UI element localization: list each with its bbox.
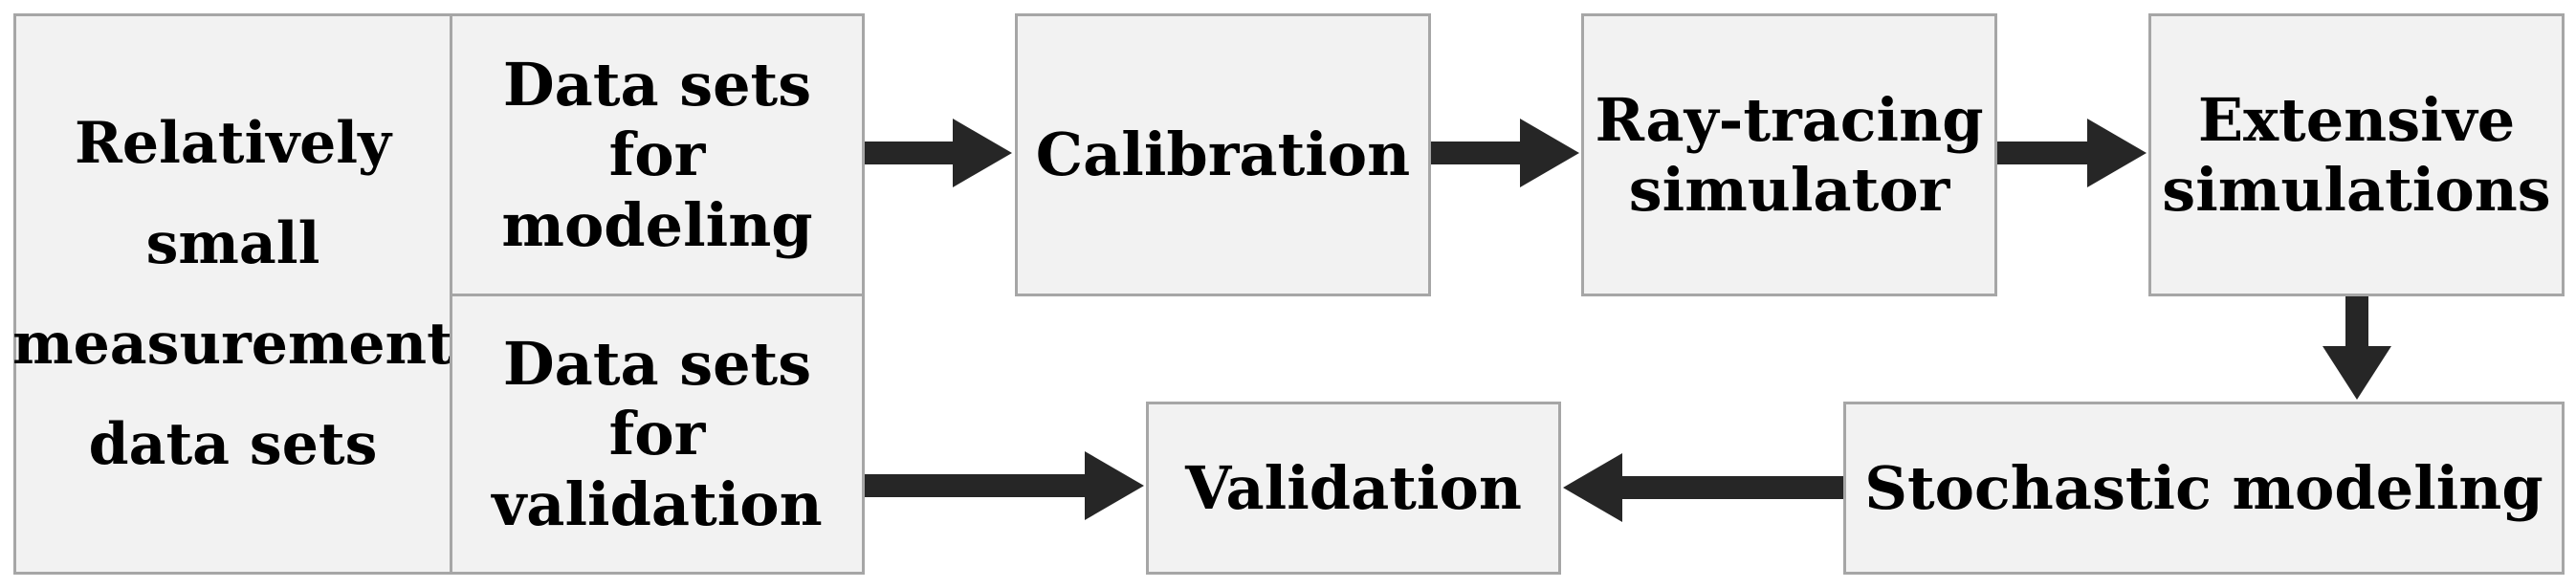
- validation-box: Validation: [1146, 402, 1561, 575]
- stochastic-modeling-box: Stochastic modeling: [1843, 402, 2565, 575]
- arrow-calibration-to-raytracing: [1431, 119, 1579, 187]
- arrow-modeling-to-calibration: [865, 119, 1012, 187]
- arrow-raytracing-to-simulations: [1997, 119, 2147, 187]
- raytracing-simulator-box: Ray-tracing simulator: [1581, 13, 1997, 296]
- extensive-simulations-box: Extensive simulations: [2148, 13, 2565, 296]
- arrow-validation-data-to-validation: [865, 451, 1144, 520]
- arrow-simulations-to-stochastic: [2323, 296, 2391, 400]
- measurement-data-box: Relatively small measurement data sets: [12, 13, 453, 575]
- calibration-box: Calibration: [1015, 13, 1431, 296]
- validation-data-box: Data sets for validation: [450, 294, 865, 575]
- arrow-stochastic-to-validation: [1563, 453, 1843, 522]
- modeling-data-box: Data sets for modeling: [450, 13, 865, 296]
